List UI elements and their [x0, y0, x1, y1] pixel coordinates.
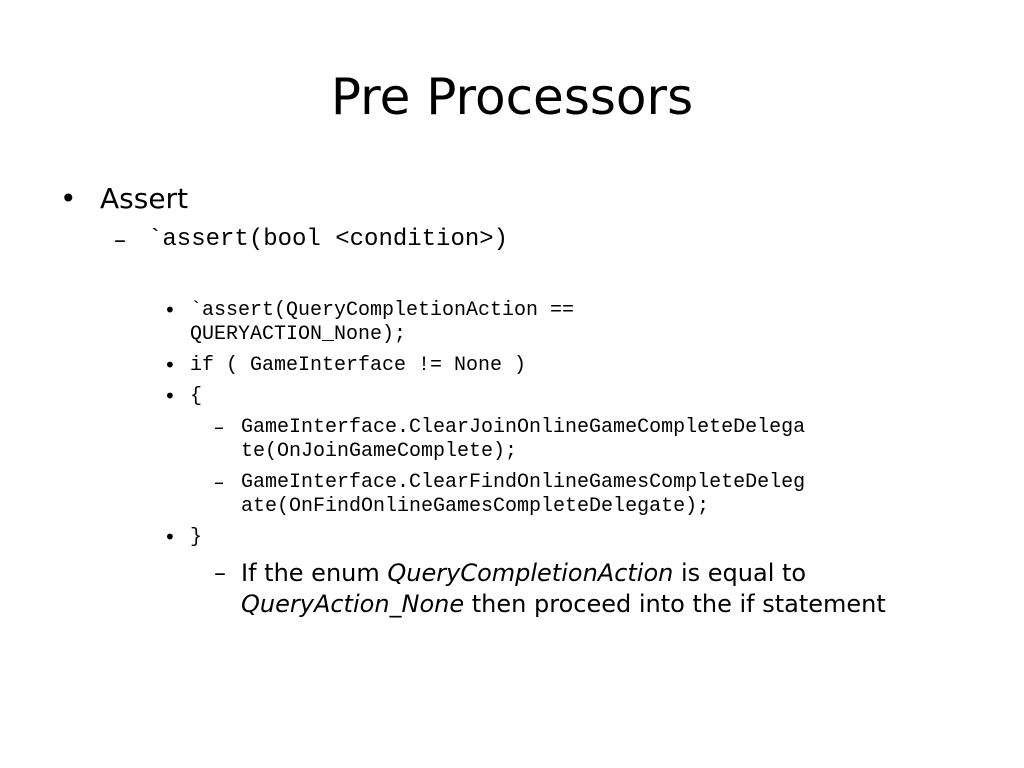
code-if-line: if ( GameInterface != None ): [190, 354, 527, 377]
code-clear-find-line: GameInterface.ClearFindOnlineGamesComple…: [241, 471, 806, 494]
code-open-brace: {: [190, 385, 203, 408]
bullet-marker: •: [164, 384, 176, 408]
code-assert-line: `assert(QueryCompletionAction ==: [190, 299, 575, 322]
dash-marker: –: [214, 470, 224, 494]
code-close-brace: }: [190, 526, 203, 549]
bullet-marker: •: [164, 525, 176, 549]
note-line-2: QueryAction_None then proceed into the i…: [241, 589, 886, 620]
dash-marker: –: [214, 559, 226, 587]
note-enum-name: QueryCompletionAction: [387, 559, 674, 587]
bullet-marker: •: [164, 298, 176, 322]
code-assert-line-cont: QUERYACTION_None);: [190, 323, 407, 346]
note-mid: is equal to: [673, 559, 807, 587]
dash-marker: –: [214, 415, 224, 439]
note-prefix: If the enum: [241, 559, 388, 587]
assert-syntax: `assert(bool <condition>): [148, 226, 509, 253]
slide-title: Pre Processors: [330, 68, 694, 126]
code-clear-find-line-cont: ate(OnFindOnlineGamesCompleteDelegate);: [241, 495, 710, 518]
note-line-1: If the enum QueryCompletionAction is equ…: [241, 558, 806, 589]
bullet-marker: •: [60, 182, 77, 215]
bullet-marker: •: [164, 353, 176, 377]
code-clear-join-line-cont: te(OnJoinGameComplete);: [241, 440, 518, 463]
bullet-assert: Assert: [100, 182, 189, 215]
dash-marker: –: [114, 226, 126, 254]
note-suffix: then proceed into the if statement: [464, 590, 886, 618]
note-enum-value: QueryAction_None: [241, 590, 465, 618]
code-clear-join-line: GameInterface.ClearJoinOnlineGameComplet…: [241, 416, 806, 439]
